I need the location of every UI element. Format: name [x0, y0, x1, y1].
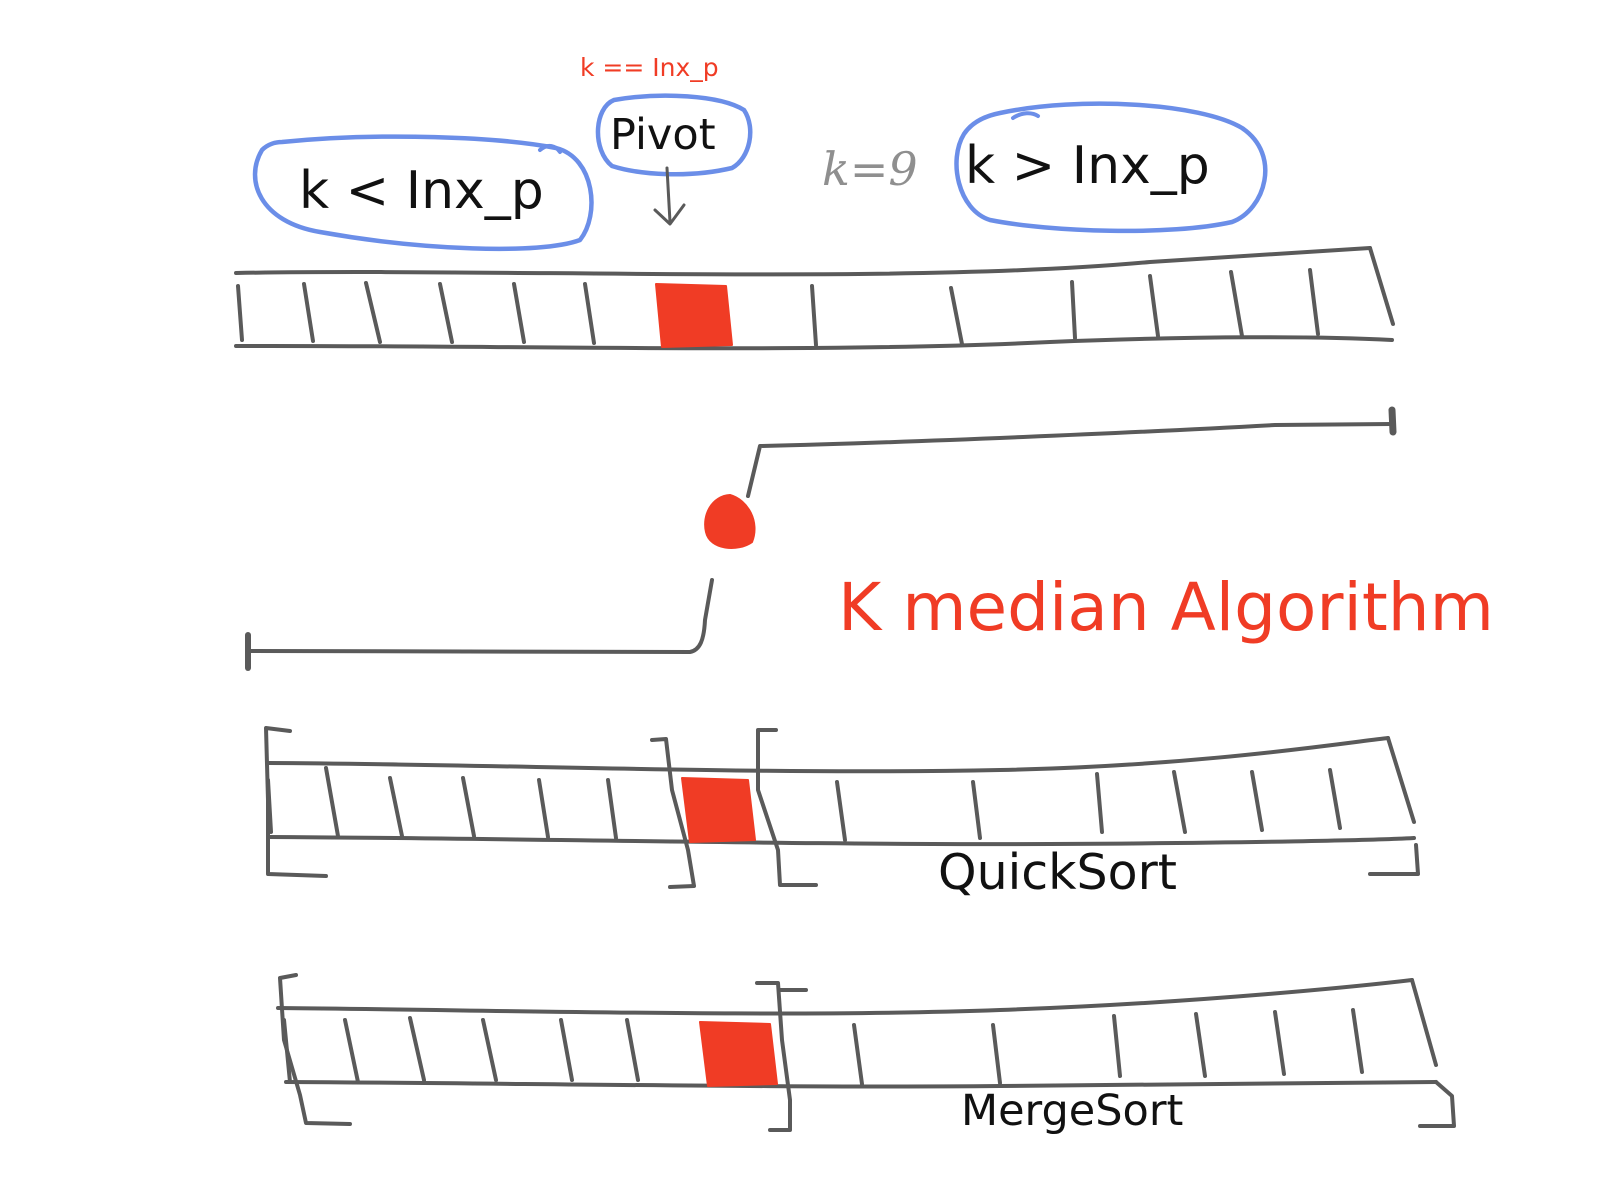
quicksort-array [266, 736, 1416, 847]
right-condition-bubble [954, 101, 1268, 234]
mergesort-brackets [278, 973, 1456, 1132]
top-array [234, 246, 1395, 351]
quicksort-label: QuickSort [938, 844, 1177, 901]
left-condition-bubble [252, 134, 594, 252]
pivot-arrow [653, 166, 686, 226]
partition-line [245, 406, 1397, 671]
pivot-bubble [595, 93, 753, 177]
right-bubble-tail [1011, 111, 1040, 120]
mergesort-pivot-cell [699, 1021, 778, 1087]
left-bubble-tail [538, 143, 562, 154]
k-value-label: k=9 [822, 142, 918, 196]
mergesort-array [276, 978, 1438, 1089]
top-pivot-cell [655, 283, 733, 348]
quicksort-pivot-cell [681, 777, 756, 843]
diagram-title: K median Algorithm [838, 569, 1494, 646]
left-condition-label: k < Inx_p [299, 161, 544, 221]
pivot-label: Pivot [610, 110, 716, 160]
pivot-node [704, 494, 756, 549]
quicksort-brackets [264, 726, 1420, 889]
pivot-condition-label: k == Inx_p [580, 53, 719, 82]
mergesort-label: MergeSort [961, 1086, 1184, 1136]
right-condition-label: k > Inx_p [965, 136, 1210, 196]
